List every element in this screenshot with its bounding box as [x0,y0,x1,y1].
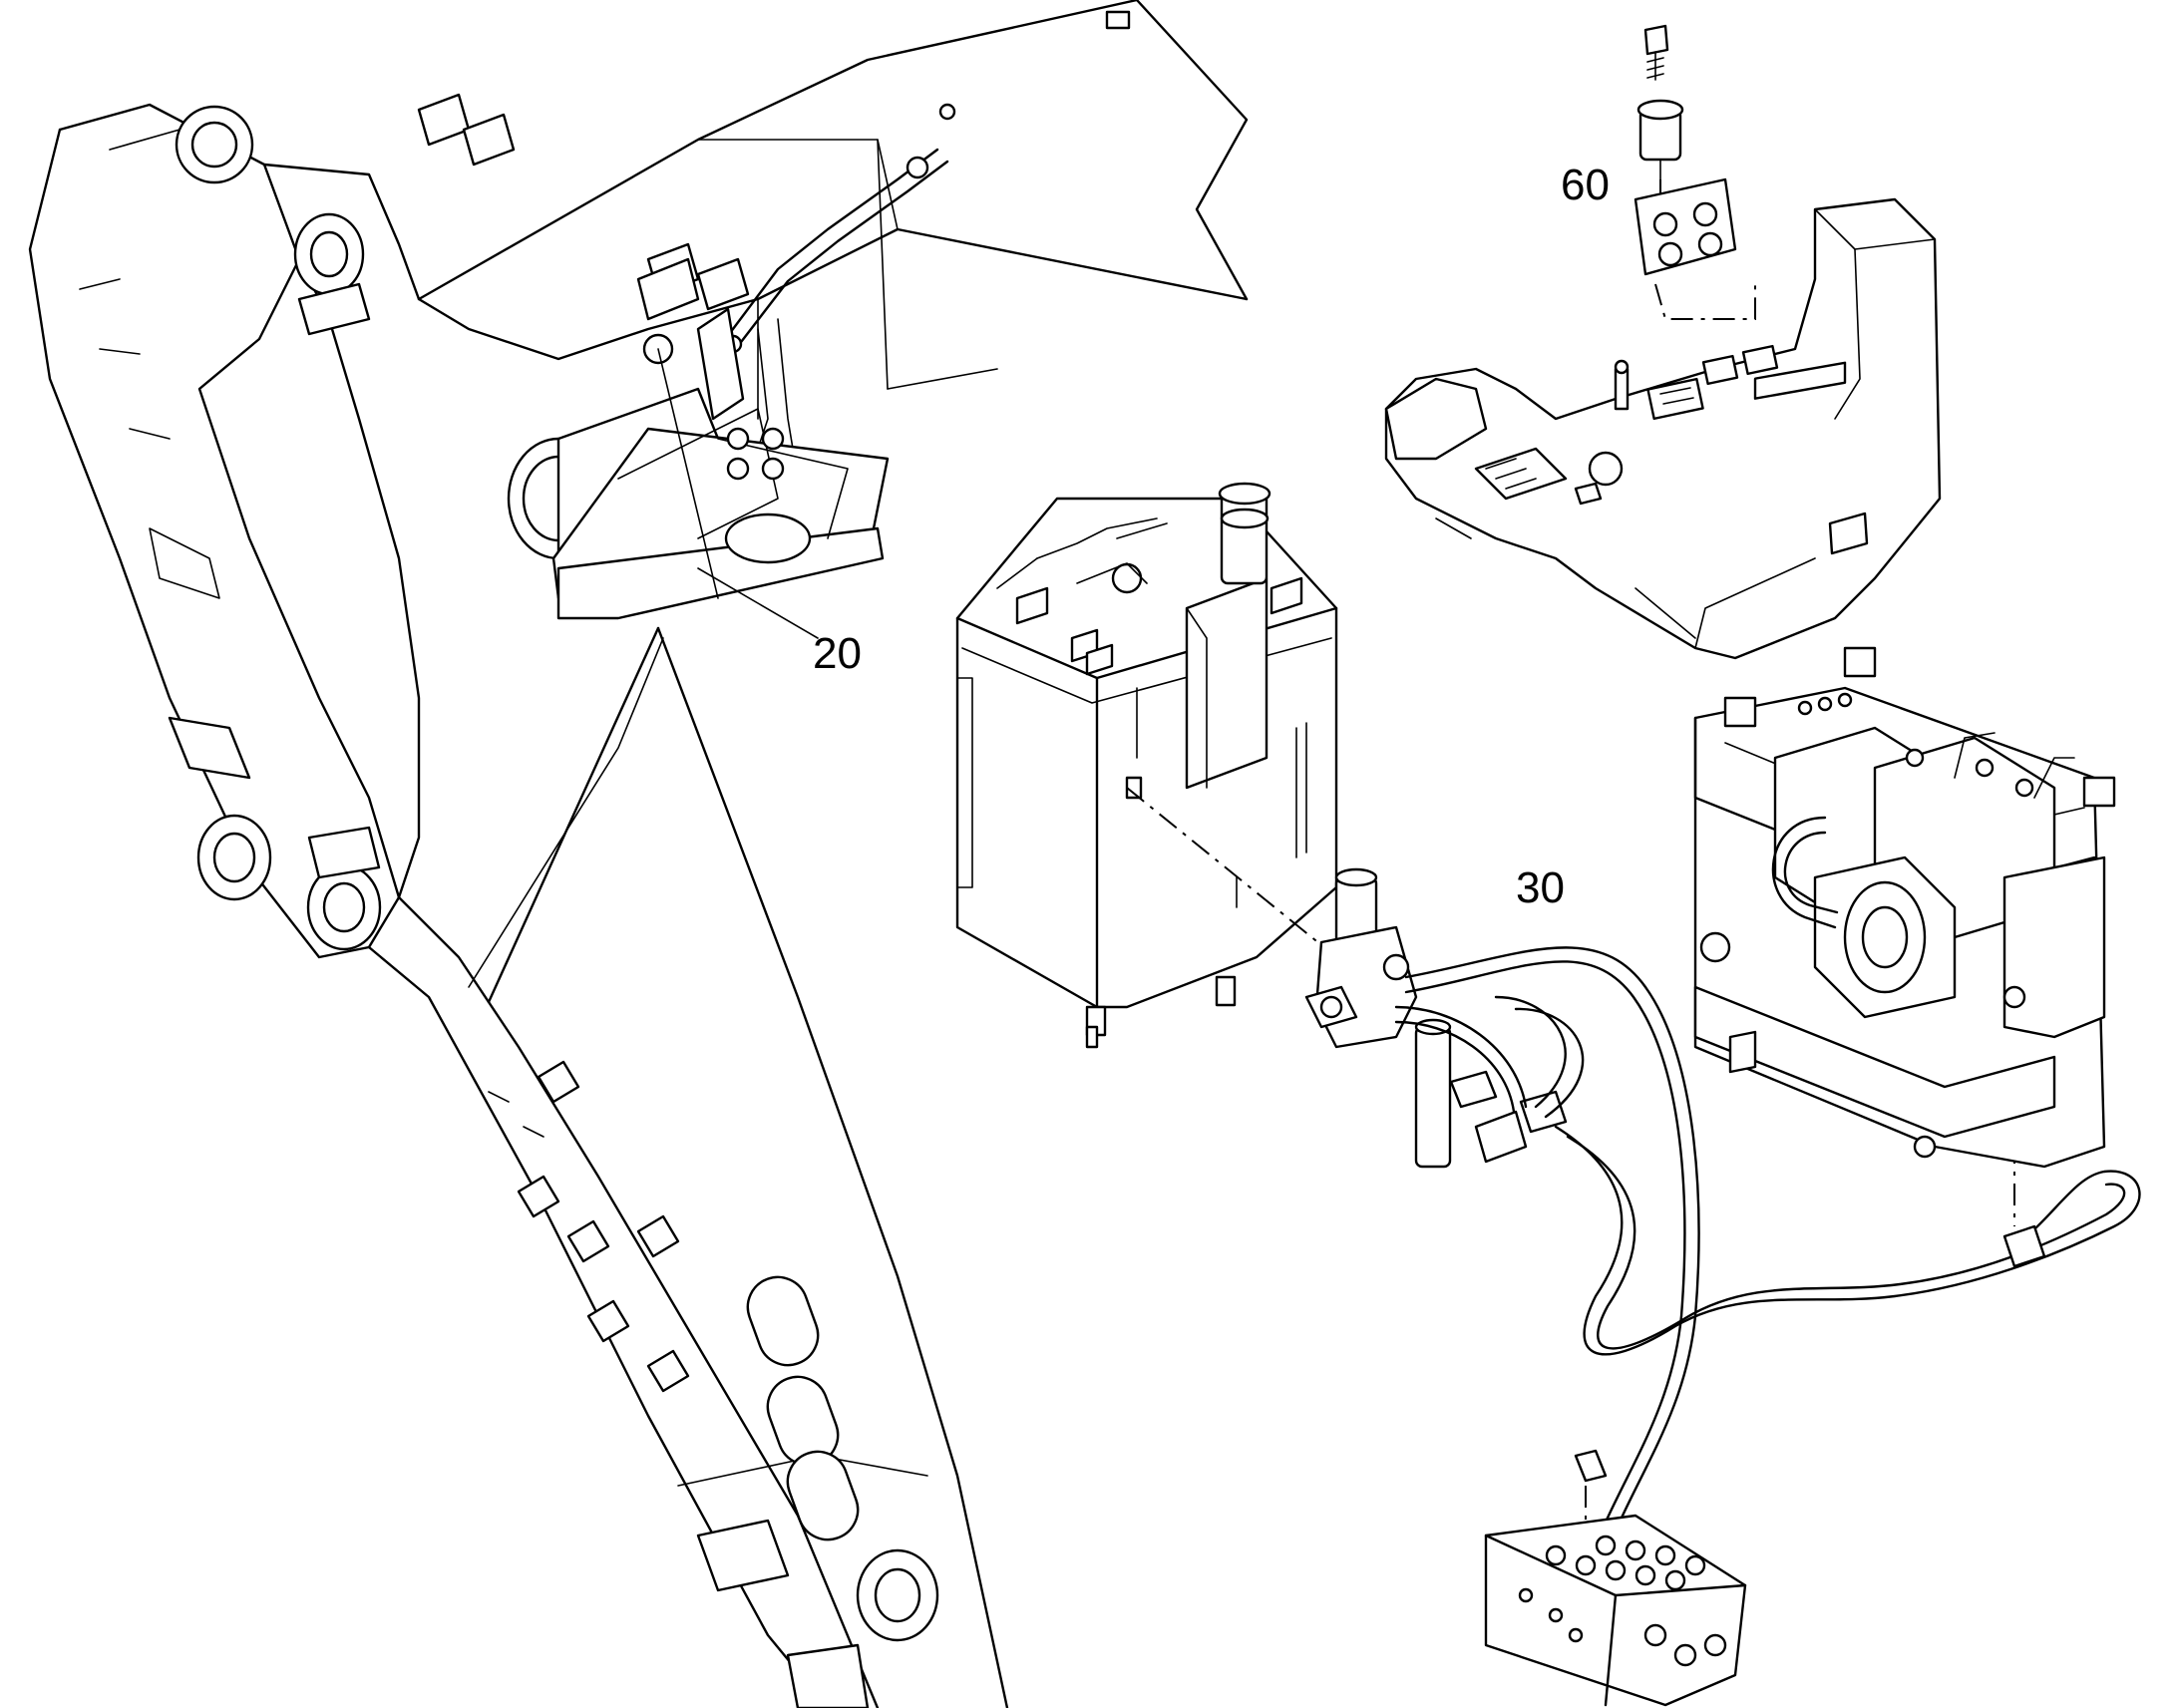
callout-30: 30 [1516,863,1565,912]
hydraulic-tank [955,482,1338,1049]
connection-line-tank [1126,787,1337,958]
connection-line-console [1654,279,1756,320]
pilot-valve-assembly [1304,867,1568,1169]
key-switch [1636,24,1684,185]
distribution-block [1484,1514,1747,1707]
boom-assembly [28,0,1249,1708]
callout-60: 60 [1561,161,1610,209]
hose-bracket-assembly [417,10,1131,500]
callout-20: 20 [813,629,862,678]
boom-sensor-bracket [507,257,890,620]
switch-plate [1634,177,1737,276]
hydraulic-hoses [1394,946,2141,1557]
leader-line-20 [697,567,819,639]
main-control-valve [1693,361,2116,1169]
operator-console [1384,197,1942,660]
